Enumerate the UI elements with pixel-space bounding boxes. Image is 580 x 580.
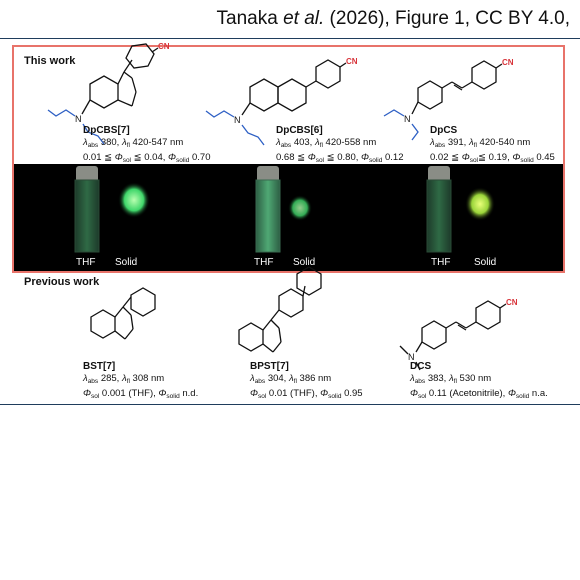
photo-label-solid: Solid [293,257,316,268]
photo-label-solid: Solid [115,257,138,268]
bpst7-caption: BPST[7] λabs 304, λfl 386 nm Φsol 0.01 (… [250,361,363,403]
photo-label-thf: THF [76,257,96,268]
abs-fl-line: λabs 383, λfl 530 nm [410,373,492,385]
dpcbs6-caption: DpCBS[6] λabs 403, λfl 420-558 nm 0.68 ≦… [276,125,403,167]
previous-work-title: Previous work [24,276,100,288]
vial-cap [257,166,279,182]
dpcbs7-structure: CN N [47,42,170,145]
abs-fl-line: λabs 304, λfl 386 nm [250,373,332,385]
credit-etal: et al. [283,8,325,29]
cn-label: CN [502,58,514,67]
dcs-structure: CN N [399,298,518,371]
n-label: N [404,114,411,124]
compound-name: DpCS [430,125,458,136]
bpst7-structure [238,266,322,353]
fluorescence-photo: THF Solid THF Solid THF Solid [14,164,563,271]
abs-fl-line: λabs 380, λfl 420-547 nm [83,137,184,149]
photo-label-thf: THF [254,257,274,268]
solid-emission-spot [465,187,495,221]
bst7-caption: BST[7] λabs 285, λfl 308 nm Φsol 0.001 (… [83,361,198,403]
abs-fl-line: λabs 403, λfl 420-558 nm [276,137,377,149]
abs-fl-line: λabs 391, λfl 420-540 nm [430,137,531,149]
this-work-title: This work [24,55,76,67]
bottom-rule [0,404,580,405]
dcs-caption: DCS λabs 383, λfl 530 nm Φsol 0.11 (Acet… [410,361,548,403]
dpcbs6-structure: CN N [205,57,358,146]
quantum-yield-line: Φsol 0.001 (THF), Φsolid n.d. [83,388,199,400]
quantum-yield-line: Φsol 0.01 (THF), Φsolid 0.95 [250,388,363,400]
cn-label: CN [346,57,358,66]
credit-authors: Tanaka [216,8,278,29]
compound-name: BST[7] [83,361,116,372]
vial [74,179,100,253]
photo-label-thf: THF [431,257,451,268]
photo-label-solid: Solid [474,257,497,268]
top-rule [0,38,580,39]
compound-name: BPST[7] [250,361,289,372]
solid-emission-spot [118,182,150,218]
dpcs-caption: DpCS λabs 391, λfl 420-540 nm 0.02 ≦ Φso… [430,125,555,167]
compound-name: DpCBS[7] [83,125,130,136]
solid-emission-spot [288,195,312,221]
credit-rest: (2026), Figure 1, CC BY 4.0, [324,8,570,29]
quantum-yield-line: 0.02 ≦ Φsol≦ 0.19, Φsolid 0.45 [430,152,555,164]
figure-credit: Tanaka et al. (2026), Figure 1, CC BY 4.… [217,8,570,30]
cn-label: CN [158,42,170,51]
quantum-yield-line: 0.01 ≦ Φsol ≦ 0.04, Φsolid 0.70 [83,152,211,164]
dpcbs7-caption: DpCBS[7] λabs 380, λfl 420-547 nm 0.01 ≦… [83,125,210,167]
vial-cap [428,166,450,182]
vial [255,179,281,253]
vial-cap [76,166,98,182]
compound-name: DpCBS[6] [276,125,323,136]
n-label: N [75,114,82,124]
n-label: N [408,352,415,362]
abs-fl-line: λabs 285, λfl 308 nm [83,373,165,385]
quantum-yield-line: Φsol 0.11 (Acetonitrile), Φsolid n.a. [410,388,548,400]
compound-name: DCS [410,361,432,372]
photo-graphic [74,166,495,253]
cn-label: CN [506,298,518,307]
vial [426,179,452,253]
n-label: N [234,115,241,125]
bst7-structure [90,287,156,340]
quantum-yield-line: 0.68 ≦ Φsol ≦ 0.80, Φsolid 0.12 [276,152,404,164]
dpcs-structure: CN N [383,58,514,141]
this-work-panel [12,45,565,273]
